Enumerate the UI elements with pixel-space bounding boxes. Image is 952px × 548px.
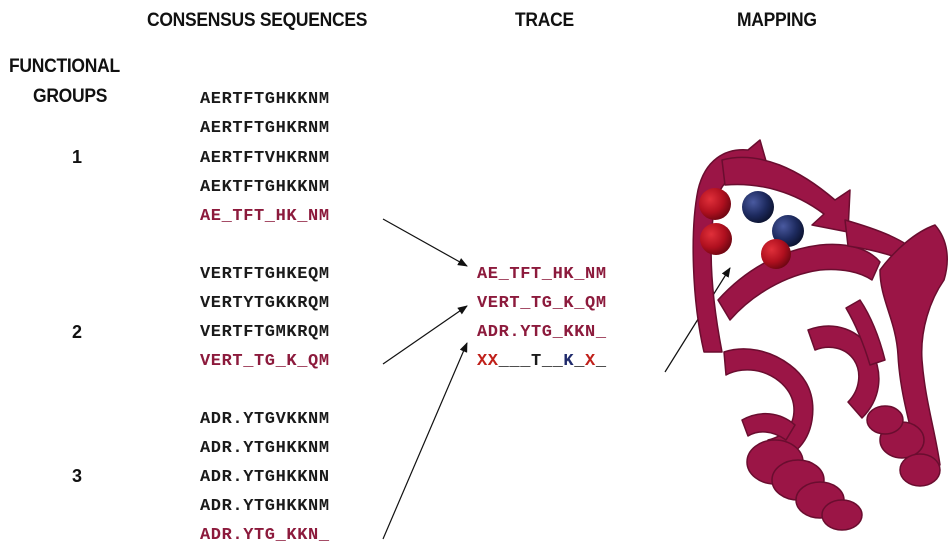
trace-line-2: VERT_TG_K_QM	[477, 294, 607, 313]
group-number-3: 3	[72, 466, 83, 486]
group2-sequence-3: VERTFTGMKRQM	[200, 323, 330, 342]
residue-blue-sphere	[742, 191, 774, 223]
residue-blue-sphere	[772, 215, 804, 247]
group3-sequence-4: ADR.YTGHKKNM	[200, 497, 330, 516]
trace-result-k: K	[563, 352, 575, 371]
header-functional: FUNCTIONAL	[9, 56, 120, 77]
group-number-1: 1	[72, 147, 83, 167]
arrow-group3-to-trace	[382, 342, 468, 540]
trace-line-1: AE_TFT_HK_NM	[477, 265, 607, 284]
header-trace: TRACE	[515, 10, 574, 31]
header-groups: GROUPS	[33, 86, 108, 107]
group3-sequence-3: ADR.YTGHKKNN	[200, 468, 330, 487]
header-consensus-sequences: CONSENSUS SEQUENCES	[147, 10, 368, 31]
trace-result-x: X	[585, 352, 596, 371]
trace-result-end: _	[595, 352, 607, 371]
mapped-residues	[699, 188, 804, 269]
arrow-group1-to-trace	[382, 218, 468, 267]
header-mapping: MAPPING	[737, 10, 817, 31]
residue-red-sphere	[761, 239, 791, 269]
trace-result-gap: _	[574, 352, 586, 371]
group3-consensus: ADR.YTG_KKN_	[200, 526, 330, 545]
trace-result-xx: XX	[477, 352, 499, 371]
trace-line-3: ADR.YTG_KKN_	[477, 323, 607, 342]
arrow-group2-to-trace	[382, 305, 468, 365]
trace-result-t: ___T__	[498, 352, 564, 371]
group1-consensus: AE_TFT_HK_NM	[200, 207, 330, 226]
protein-ribbon-structure-icon	[692, 139, 948, 531]
group1-sequence-4: AEKTFTGHKKNM	[200, 178, 330, 197]
group3-sequence-2: ADR.YTGHKKNM	[200, 439, 330, 458]
group1-sequence-1: AERTFTGHKKNM	[200, 90, 330, 109]
group1-sequence-3: AERTFTVHKRNM	[200, 149, 330, 168]
group-number-2: 2	[72, 322, 83, 342]
group2-sequence-1: VERTFTGHKEQM	[200, 265, 330, 284]
residue-red-sphere	[699, 188, 731, 220]
group2-consensus: VERT_TG_K_QM	[200, 352, 330, 371]
group2-sequence-2: VERTYTGKKRQM	[200, 294, 330, 313]
group1-sequence-2: AERTFTGHKRNM	[200, 119, 330, 138]
trace-result: XX___T__K_X_	[477, 352, 607, 371]
group3-sequence-1: ADR.YTGVKKNM	[200, 410, 330, 429]
residue-red-sphere	[700, 223, 732, 255]
